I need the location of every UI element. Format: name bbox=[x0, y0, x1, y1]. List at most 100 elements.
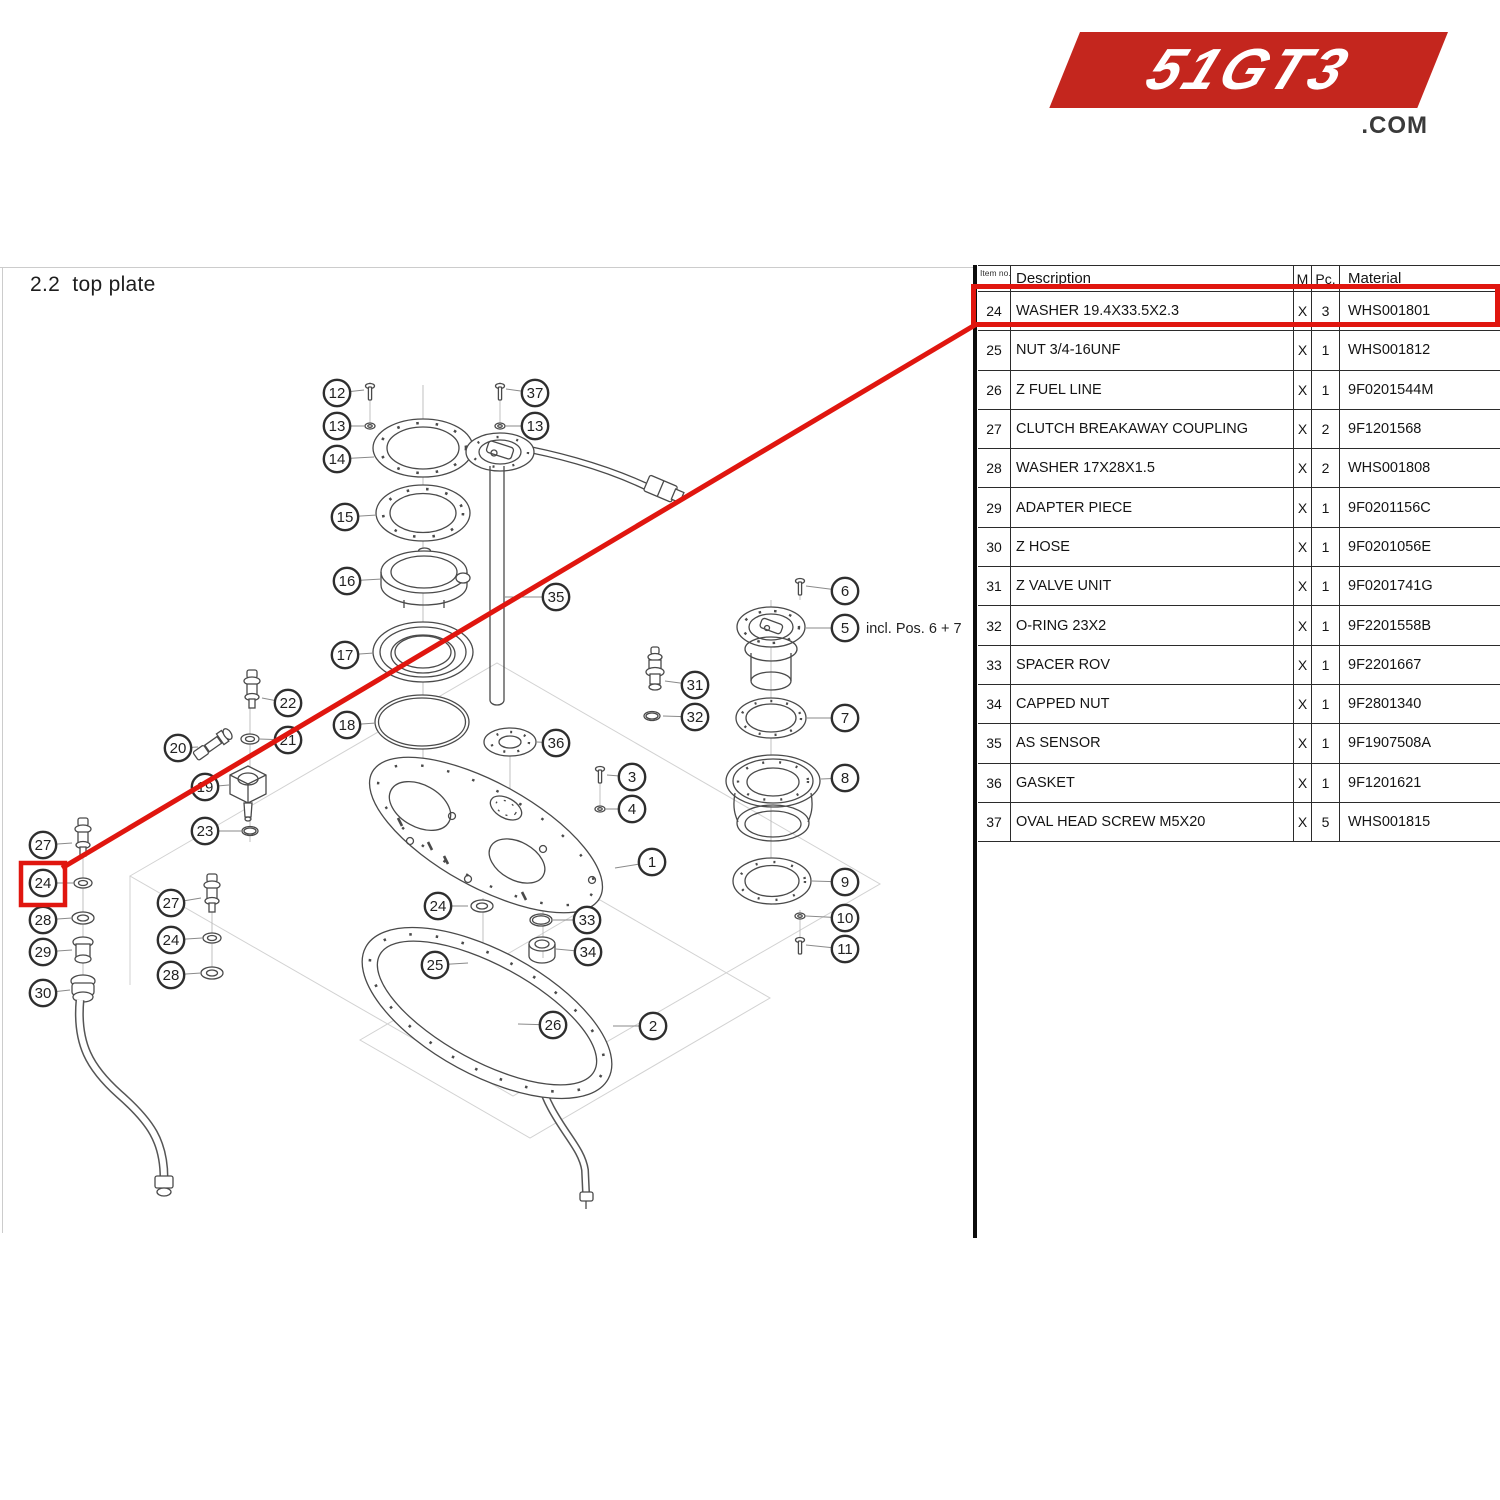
callout-number: 35 bbox=[548, 589, 565, 606]
callout-number: 28 bbox=[163, 967, 180, 984]
row-description: CAPPED NUT bbox=[1011, 684, 1294, 725]
gasket-36 bbox=[483, 727, 537, 757]
washer-24 bbox=[73, 877, 93, 889]
callout-number: 11 bbox=[837, 941, 853, 958]
callout-number: 1 bbox=[648, 854, 656, 871]
adapter-29 bbox=[72, 936, 94, 964]
row-description: O-RING 23X2 bbox=[1011, 606, 1294, 646]
leader-line bbox=[336, 389, 365, 394]
leader-line bbox=[42, 917, 73, 921]
row-pc: 1 bbox=[1312, 567, 1340, 607]
leader-line bbox=[170, 937, 203, 941]
highlight-connector-line bbox=[60, 322, 977, 871]
capped-nut-34 bbox=[528, 936, 556, 964]
construction-lines bbox=[129, 662, 882, 1139]
callout-number: 32 bbox=[687, 709, 704, 726]
leader-line bbox=[805, 585, 846, 592]
callout-number: 24 bbox=[163, 932, 180, 949]
callout-number: 15 bbox=[337, 509, 354, 526]
row-item-no: 31 bbox=[978, 567, 1011, 607]
callout-circle-10 bbox=[830, 903, 860, 933]
callout-circle-2 bbox=[638, 1011, 668, 1041]
row-m: X bbox=[1294, 449, 1312, 489]
row-pc: 1 bbox=[1312, 684, 1340, 725]
leader-line bbox=[42, 842, 73, 846]
callout-circle-15 bbox=[330, 502, 360, 532]
callout-circle-28 bbox=[156, 960, 186, 990]
leader-line bbox=[346, 722, 377, 726]
adapter-19 bbox=[229, 765, 267, 822]
callout-circle-6 bbox=[830, 576, 860, 606]
table-left-bar bbox=[973, 265, 977, 1238]
leader-line bbox=[606, 774, 633, 778]
row-material: 9F0201056E bbox=[1340, 528, 1500, 568]
leader-line bbox=[664, 680, 696, 686]
leader-line bbox=[177, 746, 199, 749]
fuel-cap-5 bbox=[736, 606, 806, 691]
cup-ring-8 bbox=[725, 754, 821, 842]
row-description: SPACER ROV bbox=[1011, 645, 1294, 685]
row-material: 9F1201568 bbox=[1340, 410, 1500, 450]
callout-circle-21 bbox=[273, 725, 303, 755]
callout-circle-13 bbox=[520, 411, 550, 441]
row-pc: 5 bbox=[1312, 802, 1340, 843]
nut-13b bbox=[494, 422, 506, 430]
callout-circle-11 bbox=[830, 934, 860, 964]
row-pc: 2 bbox=[1312, 409, 1340, 450]
row-material: 9F0201156C bbox=[1340, 488, 1500, 528]
callout-circle-20 bbox=[163, 733, 193, 763]
leader-line bbox=[555, 948, 589, 953]
ring-9 bbox=[732, 857, 812, 905]
sender-cap-16 bbox=[380, 547, 471, 608]
row-item-no: 25 bbox=[978, 331, 1011, 371]
callout-circle-35 bbox=[541, 582, 571, 612]
row-pc: 1 bbox=[1312, 331, 1340, 371]
coupling-27b bbox=[203, 873, 221, 913]
fuel-line-26 bbox=[453, 975, 594, 1209]
row-m: X bbox=[1294, 331, 1312, 371]
row-m: X bbox=[1294, 292, 1312, 332]
row-pc: 1 bbox=[1312, 606, 1340, 646]
callout-circle-13 bbox=[322, 411, 352, 441]
leader-line bbox=[805, 944, 846, 950]
nut-10 bbox=[794, 912, 806, 920]
callout-circle-32 bbox=[680, 702, 710, 732]
note-incl-pos: incl. Pos. 6 + 7 bbox=[866, 621, 962, 637]
flange-ring-15 bbox=[375, 484, 471, 542]
as-sensor-35 bbox=[465, 432, 685, 706]
ring-7 bbox=[735, 697, 807, 739]
callout-number: 23 bbox=[197, 823, 214, 840]
row-item-no: 36 bbox=[978, 763, 1011, 803]
row-description: Z HOSE bbox=[1011, 527, 1294, 568]
header-item-no: Item no. bbox=[978, 266, 1011, 292]
o-ring-18 bbox=[374, 694, 470, 750]
callout-circle-5 bbox=[830, 613, 860, 643]
row-m: X bbox=[1294, 684, 1312, 725]
top-plate-1 bbox=[368, 756, 604, 914]
callout-circle-4 bbox=[617, 794, 647, 824]
callout-number: 2 bbox=[649, 1018, 657, 1035]
header-material: Material bbox=[1340, 266, 1500, 292]
row-pc: 1 bbox=[1312, 724, 1340, 764]
callout-circle-3 bbox=[617, 762, 647, 792]
coupling-27 bbox=[74, 817, 92, 857]
gasket-2 bbox=[361, 926, 613, 1100]
hose-30 bbox=[70, 974, 174, 1197]
row-pc: 2 bbox=[1312, 449, 1340, 489]
leader-line bbox=[820, 777, 846, 780]
row-material: WHS001812 bbox=[1340, 331, 1500, 371]
brand-logo: 51GT3 bbox=[1049, 32, 1448, 108]
row-item-no: 29 bbox=[978, 488, 1011, 528]
callout-number: 8 bbox=[841, 770, 849, 787]
leader-line bbox=[170, 972, 202, 976]
row-pc: 1 bbox=[1312, 645, 1340, 685]
row-item-no: 32 bbox=[978, 606, 1011, 646]
leader-line bbox=[261, 697, 289, 704]
header-description: Description bbox=[1011, 266, 1294, 292]
row-material: 9F1201621 bbox=[1340, 764, 1500, 803]
callout-number: 13 bbox=[527, 418, 544, 435]
callout-number: 7 bbox=[841, 710, 849, 727]
callout-number: 27 bbox=[35, 837, 52, 854]
row-description: CLUTCH BREAKAWAY COUPLING bbox=[1011, 409, 1294, 450]
